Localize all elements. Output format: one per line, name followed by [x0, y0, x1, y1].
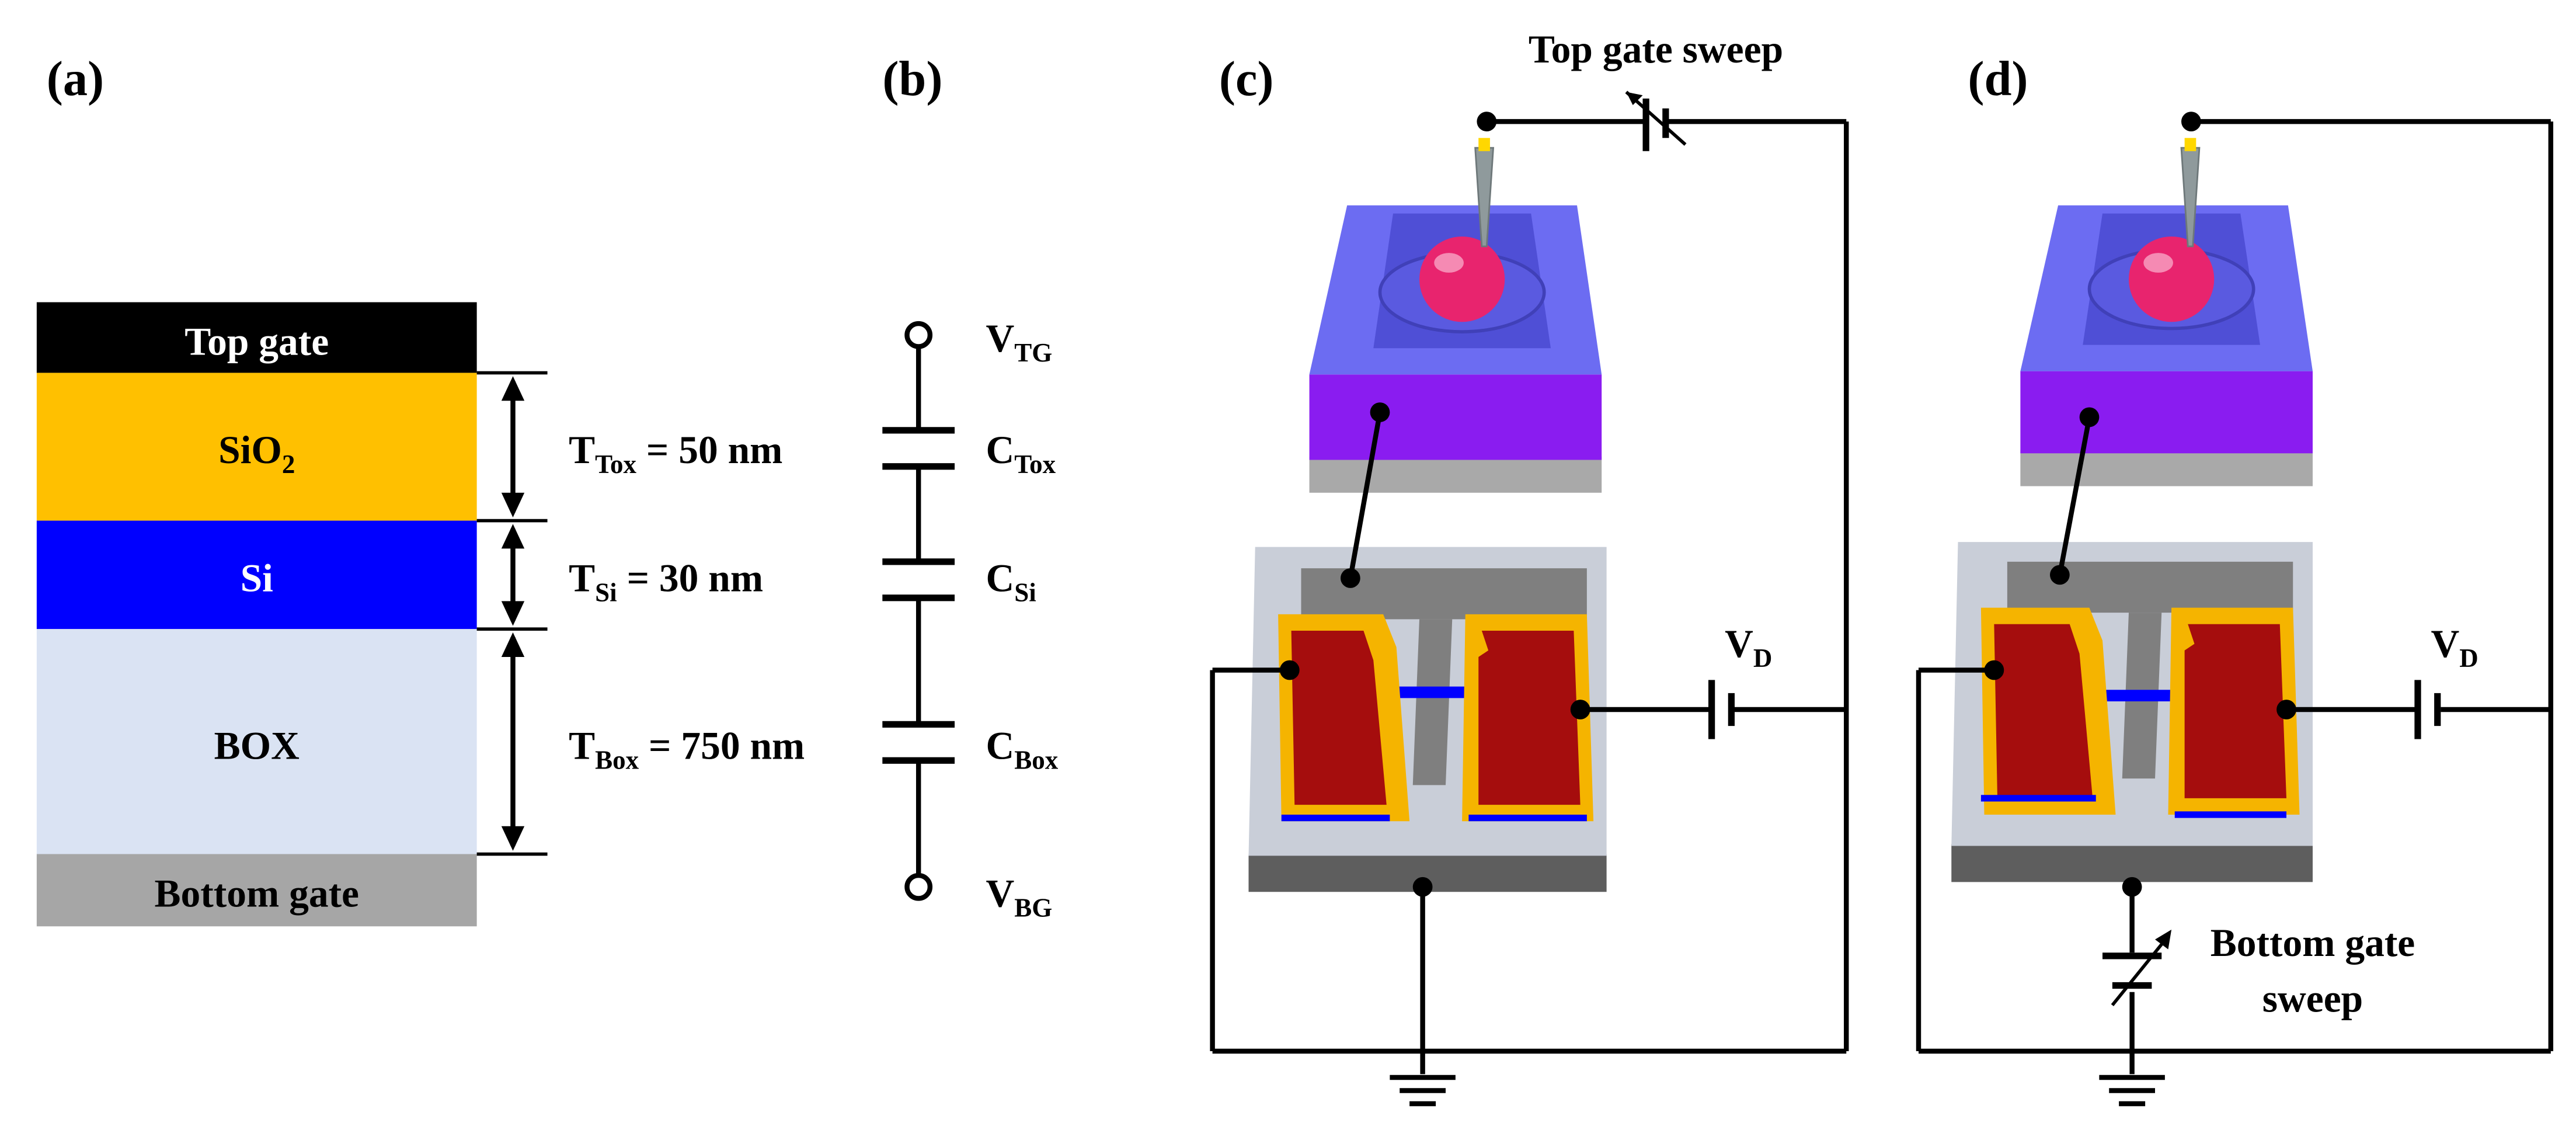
- capacitor-plates: [882, 427, 955, 764]
- variable-arrowhead-c: [1626, 92, 1643, 105]
- gate-bar: [1301, 568, 1587, 620]
- dimension-arrowheads: [501, 376, 525, 851]
- bottom-gate-label: Bottom gate: [154, 872, 359, 916]
- chip-gray-edge: [1248, 854, 1607, 892]
- box-label: BOX: [214, 724, 300, 767]
- vbg-label: VBG: [986, 872, 1053, 923]
- csi-sub: Si: [1014, 578, 1036, 607]
- ctox-sub: Tox: [1014, 450, 1056, 479]
- panel-c: (c) Top gate sweep: [1210, 27, 1849, 1107]
- vd-sym-c: V: [1725, 622, 1753, 666]
- si-layer: [36, 520, 477, 630]
- device-chip-d: [1951, 542, 2313, 882]
- circuit-wires-c: [1210, 119, 1849, 1075]
- probe-tip-d: [2184, 138, 2196, 151]
- variable-arrowhead-d: [2155, 929, 2172, 950]
- panel-b-label: (b): [882, 52, 942, 106]
- bottom-gate-sweep-line2: sweep: [2262, 977, 2363, 1021]
- panel-d: (d): [1916, 52, 2554, 1107]
- battery-vd-d: [2414, 680, 2441, 739]
- tsi-val: = 30 nm: [617, 557, 763, 600]
- fluid-chamber-c: [1309, 138, 1602, 493]
- source-pad-d: [1994, 624, 2093, 798]
- tbox-thickness-label: TBox = 750 nm: [569, 724, 805, 774]
- top-gate-label: Top gate: [185, 320, 329, 364]
- tox-sub: Tox: [595, 450, 636, 479]
- probe-tip-c: [1478, 138, 1490, 151]
- device-chip-c: [1248, 547, 1607, 892]
- vtg-label: VTG: [986, 317, 1053, 367]
- tbox-val: = 750 nm: [639, 724, 805, 767]
- panel-c-label: (c): [1219, 52, 1274, 106]
- cbox-sym: C: [986, 724, 1015, 767]
- sio2-label: SiO2: [218, 428, 295, 479]
- panel-a-label: (a): [47, 52, 104, 106]
- battery-vd-c: [1708, 680, 1735, 739]
- droplet-d: [2129, 237, 2215, 322]
- csi-sym: C: [986, 557, 1015, 600]
- tbox-sub: Box: [595, 745, 639, 774]
- tox-thickness-label: TTox = 50 nm: [569, 428, 782, 479]
- tsi-thickness-label: TSi = 30 nm: [569, 557, 763, 607]
- source-pad: [1291, 631, 1387, 805]
- vd-label-c: VD: [1725, 622, 1772, 673]
- chip-gray-edge-d: [1951, 844, 2313, 882]
- cbox-sub: Box: [1014, 745, 1059, 774]
- vbg-sub: BG: [1014, 893, 1052, 922]
- vtg-terminal: [904, 321, 933, 349]
- panel-d-label: (d): [1968, 52, 2028, 106]
- sio2-label-base: SiO: [218, 428, 282, 472]
- panel-b: (b) VTG CTox CSi CBox VBG: [882, 52, 1058, 922]
- si-label: Si: [241, 557, 273, 600]
- chamber-purple-side: [1309, 374, 1602, 460]
- vbg-terminal: [904, 872, 933, 901]
- tox-val: = 50 nm: [636, 428, 782, 472]
- bottom-gate-sweep-line1: Bottom gate: [2211, 921, 2415, 965]
- vd-sym-d: V: [2431, 622, 2460, 666]
- ctox-sym: C: [986, 428, 1015, 472]
- drain-pad: [1478, 631, 1581, 805]
- ground-symbol-c: [1390, 1075, 1456, 1107]
- gate-bar-d: [2007, 561, 2293, 613]
- ground-symbol-d: [2099, 1075, 2165, 1107]
- chamber-gray-base-d: [2020, 450, 2313, 486]
- droplet-d-highlight: [2143, 253, 2173, 273]
- battery-bottom-gate: [2102, 935, 2170, 1007]
- sio2-layer: [36, 373, 477, 521]
- junction-dots-d: [1984, 112, 2296, 897]
- tbox-sym: T: [569, 724, 595, 767]
- channel-blue: [1396, 686, 1479, 698]
- ctox-label: CTox: [986, 428, 1056, 479]
- circuit-wires-d: [1916, 119, 2554, 1075]
- tsi-sub: Si: [595, 578, 617, 607]
- tsi-sym: T: [569, 557, 595, 600]
- top-gate-layer: [36, 302, 477, 373]
- vtg-sym: V: [986, 317, 1015, 360]
- junction-dots-c: [1279, 112, 1590, 897]
- sio2-label-sub: 2: [282, 450, 295, 479]
- bottom-gate-layer: [36, 854, 477, 927]
- droplet-c-highlight: [1434, 253, 1464, 273]
- panel-a: (a) Top gate SiO2 Si BOX Bottom gate: [36, 52, 805, 927]
- vd-sub-c: D: [1753, 644, 1773, 673]
- chamber-purple-side-d: [2020, 371, 2313, 454]
- vbg-sym: V: [986, 872, 1015, 916]
- vd-sub-d: D: [2459, 644, 2478, 673]
- vtg-sub: TG: [1014, 338, 1052, 367]
- box-layer: [36, 629, 477, 854]
- dimension-lines: [476, 371, 548, 856]
- tox-sym: T: [569, 428, 595, 472]
- droplet-c: [1419, 237, 1505, 322]
- fluid-chamber-d: [2020, 138, 2313, 486]
- top-gate-sweep-label: Top gate sweep: [1529, 27, 1783, 71]
- csi-label: CSi: [986, 557, 1036, 607]
- vd-label-d: VD: [2431, 622, 2478, 673]
- gate-stem: [1412, 619, 1453, 785]
- chamber-gray-base: [1309, 456, 1602, 493]
- variable-arrow-d: [2111, 935, 2170, 1007]
- channel-blue-d: [2102, 690, 2185, 701]
- cbox-label: CBox: [986, 724, 1059, 774]
- drain-pad-d: [2184, 624, 2286, 798]
